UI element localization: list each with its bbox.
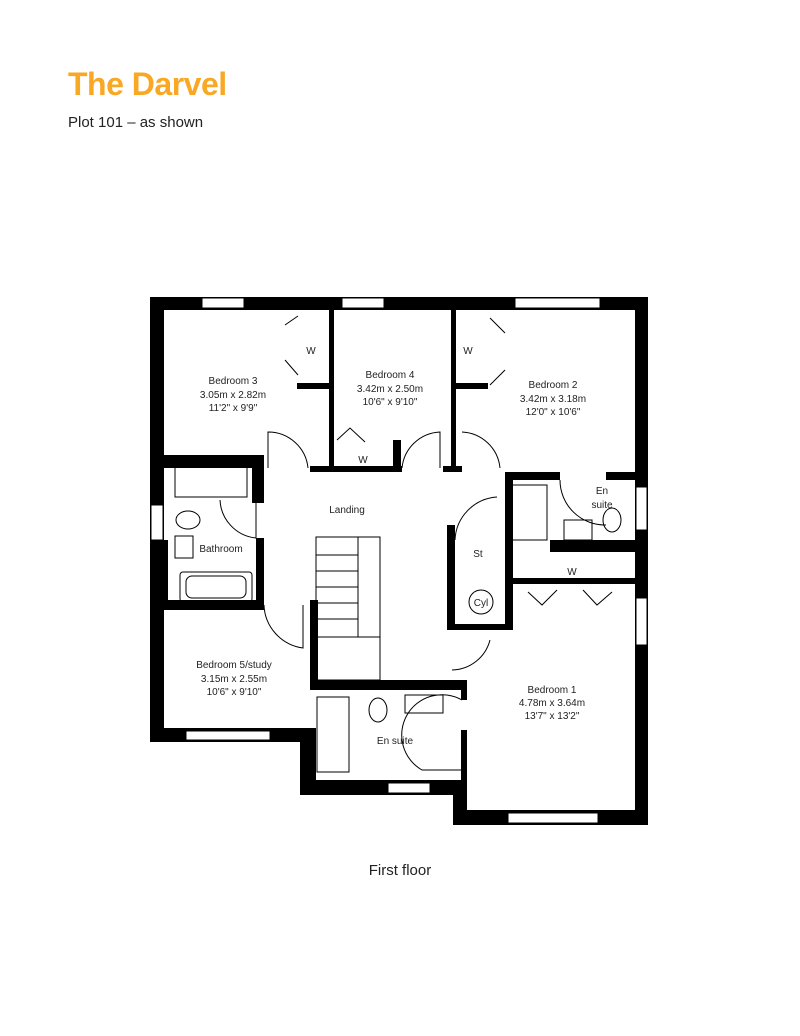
wardrobe-label: W xyxy=(567,567,577,578)
wardrobe-label: W xyxy=(463,346,473,357)
svg-text:Bedroom 5/study: Bedroom 5/study xyxy=(196,660,272,671)
svg-text:Bedroom 3: Bedroom 3 xyxy=(209,376,258,387)
cylinder-label: Cyl xyxy=(474,598,488,609)
svg-text:En: En xyxy=(596,486,608,497)
svg-text:10'6" x 9'10": 10'6" x 9'10" xyxy=(207,687,262,698)
svg-text:suite: suite xyxy=(591,500,613,511)
svg-text:Bedroom 2: Bedroom 2 xyxy=(529,380,578,391)
svg-text:10'6" x 9'10": 10'6" x 9'10" xyxy=(363,397,418,408)
svg-text:12'0" x 10'6": 12'0" x 10'6" xyxy=(526,407,581,418)
svg-text:Bedroom 1: Bedroom 1 xyxy=(528,685,577,696)
svg-text:3.42m x 3.18m: 3.42m x 3.18m xyxy=(520,394,586,405)
svg-text:3.05m x 2.82m: 3.05m x 2.82m xyxy=(200,390,266,401)
room-bedroom-5: Bedroom 5/study 3.15m x 2.55m 10'6" x 9'… xyxy=(196,660,272,698)
plot-subtitle: Plot 101 – as shown xyxy=(68,114,204,131)
room-store: St xyxy=(473,549,483,560)
room-bedroom-1: Bedroom 1 4.78m x 3.64m 13'7" x 13'2" xyxy=(519,685,585,722)
doors xyxy=(219,315,613,771)
page-title: The Darvel xyxy=(68,66,227,102)
room-bedroom-3: Bedroom 3 3.05m x 2.82m 11'2" x 9'9" xyxy=(200,376,266,414)
svg-text:3.15m x 2.55m: 3.15m x 2.55m xyxy=(201,674,267,685)
svg-text:Bedroom 4: Bedroom 4 xyxy=(366,370,415,381)
room-bedroom-2: Bedroom 2 3.42m x 3.18m 12'0" x 10'6" xyxy=(520,380,586,418)
svg-text:3.42m x 2.50m: 3.42m x 2.50m xyxy=(357,384,423,395)
room-ensuite-2: En suite xyxy=(591,486,613,511)
room-landing: Landing xyxy=(329,505,365,516)
fixtures xyxy=(174,461,622,773)
room-bedroom-4: Bedroom 4 3.42m x 2.50m 10'6" x 9'10" xyxy=(357,370,423,408)
staircase xyxy=(315,536,381,681)
wardrobe-label: W xyxy=(306,346,316,357)
floor-label: First floor xyxy=(368,862,432,879)
windows xyxy=(150,297,648,824)
svg-text:11'2" x 9'9": 11'2" x 9'9" xyxy=(209,403,258,414)
room-bathroom: Bathroom xyxy=(199,544,242,555)
svg-text:13'7" x 13'2": 13'7" x 13'2" xyxy=(525,711,580,722)
room-ensuite-1: En suite xyxy=(377,736,414,747)
wardrobe-label: W xyxy=(358,455,368,466)
svg-text:4.78m x 3.64m: 4.78m x 3.64m xyxy=(519,698,585,709)
